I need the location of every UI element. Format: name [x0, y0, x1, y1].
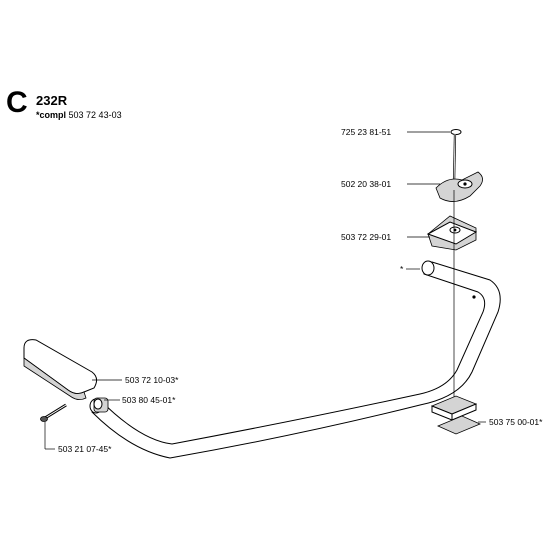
label-clamp-base: 503 75 00-01*: [489, 417, 543, 427]
model-title: 232R: [36, 93, 68, 108]
label-grip: 503 72 10-03*: [125, 375, 179, 385]
knob-drawing: [435, 171, 483, 202]
label-clamp-cap: 503 72 29-01: [341, 232, 391, 242]
label-knob: 502 20 38-01: [341, 179, 391, 189]
grip-screw-drawing: [40, 403, 67, 422]
label-grip-holder: 503 80 45-01*: [122, 395, 176, 405]
label-handle-bar: *: [400, 264, 404, 274]
label-screw: 725 23 81-51: [341, 127, 391, 137]
clamp-cap-drawing: [426, 215, 478, 251]
part-labels: 725 23 81-51 502 20 38-01 503 72 29-01 *…: [58, 127, 543, 454]
handle-bar-drawing: [89, 260, 501, 459]
section-letter: C: [6, 86, 28, 119]
leader-lines: [44, 131, 486, 450]
grip-drawing: [23, 339, 98, 400]
label-grip-screw: 503 21 07-45*: [58, 444, 112, 454]
clamp-base-drawing: [430, 395, 482, 435]
grip-holder-drawing: [93, 397, 109, 413]
compl-prefix: *compl: [36, 110, 67, 120]
compl-number: 503 72 43-03: [68, 110, 122, 120]
compl-line: *compl 503 72 43-03: [36, 110, 122, 120]
screw-drawing: [450, 129, 462, 186]
